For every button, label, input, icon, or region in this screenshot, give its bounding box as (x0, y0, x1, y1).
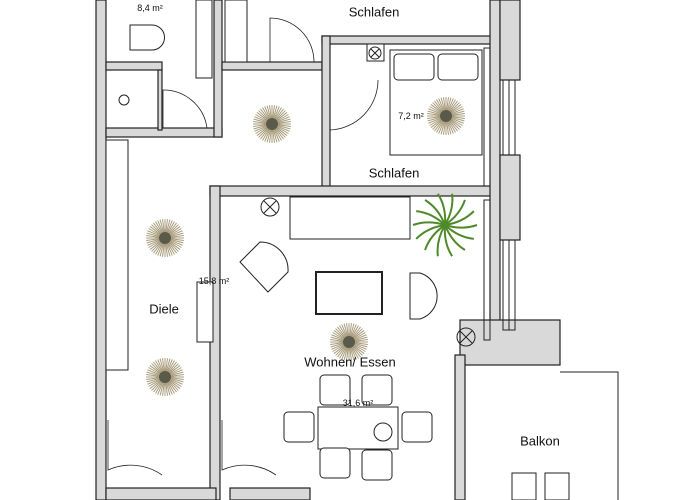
rug (253, 105, 291, 143)
sunlounger (511, 472, 537, 500)
plant-leaf (443, 224, 453, 257)
radiator (196, 281, 214, 343)
room-name-wohnen: Wohnen/ Essen (304, 354, 396, 370)
rug (330, 323, 368, 361)
bath-cabinet (195, 0, 213, 79)
room-name-balkon: Balkon (520, 433, 560, 449)
plant-leaf (444, 193, 454, 226)
rug (427, 97, 465, 135)
room-area-bad: 8,4 m² (137, 3, 163, 13)
plant-leaf (444, 224, 466, 251)
room-area-diele: 15,8 m² (198, 276, 230, 286)
walls (95, 0, 561, 500)
room-area-wohnen: 31,6 m² (342, 398, 374, 408)
plant-leaf (436, 224, 446, 257)
windows (483, 47, 619, 500)
plant-leaf (444, 224, 474, 240)
armchair (409, 272, 438, 320)
plant-leaf (415, 224, 446, 240)
diele-wardrobe (105, 139, 129, 371)
rugs (146, 97, 465, 396)
armchair (239, 241, 289, 293)
chair (283, 411, 315, 443)
plant-leaf (444, 210, 475, 226)
plant-leaf (424, 199, 446, 226)
room-name-diele: Diele (149, 301, 179, 317)
room-name-schlafen-2: Schlafen (368, 165, 420, 181)
plant-leaf (437, 193, 447, 226)
sunlounger (544, 472, 570, 500)
plant (412, 193, 478, 257)
chair (361, 374, 393, 406)
rug (146, 219, 184, 257)
chair (319, 374, 351, 406)
room-area-schlafen-2: 7,2 m² (398, 111, 424, 121)
room-name-schlafen-1: Schlafen (348, 4, 400, 20)
furniture (105, 0, 570, 500)
doors (107, 17, 379, 476)
toilet (129, 24, 165, 51)
plant-leaf (444, 224, 478, 229)
plant-leaf (416, 210, 446, 226)
coffee-table (315, 271, 383, 315)
plant-leaf (412, 221, 446, 226)
chair (319, 447, 351, 479)
lamps (118, 46, 476, 347)
plant-leaf (444, 199, 466, 226)
wardrobe (224, 0, 248, 63)
chair (361, 449, 393, 481)
plant-leaf (424, 224, 446, 251)
rug (146, 358, 184, 396)
sofa (289, 196, 411, 240)
chair (401, 411, 433, 443)
